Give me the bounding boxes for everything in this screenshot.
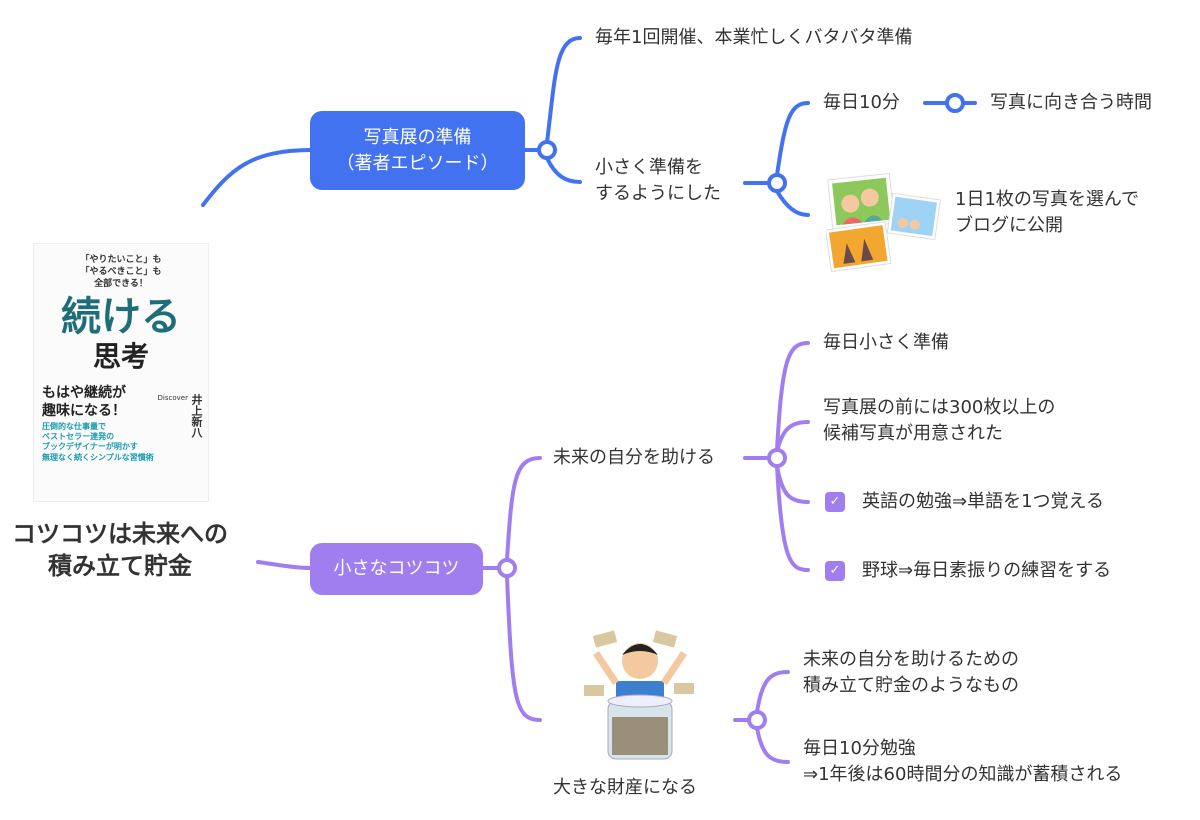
topic-daily-photo-blog[interactable]: 1日1枚の写真を選んで ブログに公開 <box>955 189 1140 236</box>
book-title-main: 続ける <box>61 294 181 340</box>
topic-60-hours-knowledge[interactable]: 毎日10分勉強 ⇒1年後は60時間分の知識が蓄積される <box>803 738 1123 785</box>
topic-savings-analogy[interactable]: 未来の自分を助けるための 積み立て貯金のようなもの <box>803 649 1019 696</box>
topic-annual-exhibition[interactable]: 毎年1回開催、本業忙しくバタバタ準備 <box>595 27 913 48</box>
photos-illustration <box>826 172 941 272</box>
branch-node-small-steps[interactable]: 小さなコツコツ <box>310 543 483 595</box>
book-catch: もはや継続が 趣味になる！ <box>42 385 126 419</box>
topic-time-with-photos[interactable]: 写真に向き合う時間 <box>990 92 1152 113</box>
checkbox-checked[interactable]: ✓ <box>825 492 845 512</box>
book-publisher: Discover <box>157 394 188 402</box>
book-author: 井上新八 <box>190 394 203 438</box>
book-title-sub: 思考 <box>92 340 149 373</box>
branch-node-photo-exhibition[interactable]: 写真展の準備 （著者エピソード） <box>310 111 525 190</box>
topic-big-asset[interactable]: 大きな財産になる <box>553 777 697 798</box>
money-jar-illustration <box>584 630 694 760</box>
topic-daily-small-prep[interactable]: 毎日小さく準備 <box>823 332 949 353</box>
topic-baseball-practice[interactable]: 野球⇒毎日素振りの練習をする <box>862 560 1112 581</box>
topic-help-future-self[interactable]: 未来の自分を助ける <box>553 447 715 468</box>
topic-english-study[interactable]: 英語の勉強⇒単語を1つ覚える <box>862 491 1104 512</box>
book-tagline: 「やりたいこと」も 「やるべきこと」も 全部できる！ <box>80 255 162 289</box>
topic-10min-daily[interactable]: 毎日10分 <box>823 92 900 113</box>
topic-300-photos[interactable]: 写真展の前には300枚以上の 候補写真が用意された <box>823 397 1056 444</box>
topic-small-prep[interactable]: 小さく準備を するようにした <box>595 157 721 204</box>
checkbox-checked[interactable]: ✓ <box>825 561 845 581</box>
central-topic[interactable]: コツコツは未来への 積み立て貯金 <box>12 520 228 580</box>
book-blurb: 圧倒的な仕事量で ベストセラー連発の ブックデザイナーが明かす <box>42 422 138 451</box>
book-cover: 「やりたいこと」も 「やるべきこと」も 全部できる！ 続ける 思考 もはや継続が… <box>33 243 209 502</box>
book-footer: 無理なく続くシンプルな習慣術 <box>42 453 154 462</box>
